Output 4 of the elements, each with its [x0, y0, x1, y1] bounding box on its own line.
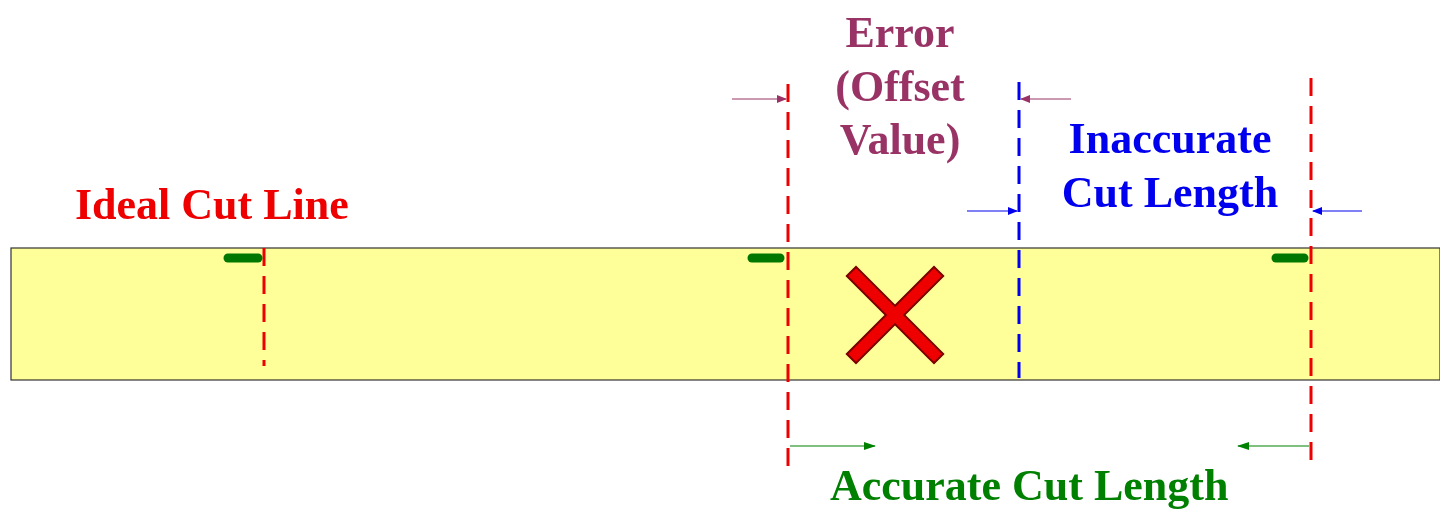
cut-line-label: Ideal Cut Line: [75, 179, 349, 231]
dimension-label: Accurate Cut Length: [830, 462, 1229, 511]
dimension-label: Error (Offset Value): [834, 7, 966, 167]
dimension-label: Inaccurate Cut Length: [1060, 113, 1280, 219]
